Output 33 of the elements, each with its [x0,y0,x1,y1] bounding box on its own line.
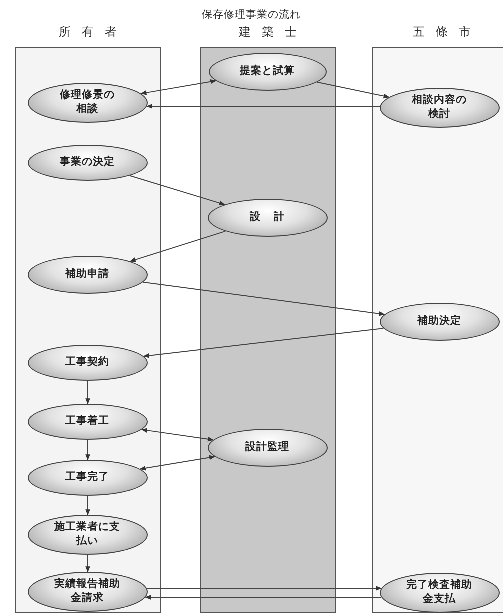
arrow [142,282,386,316]
process-ellipse: 相談内容の検討 [380,88,500,128]
arrow [316,82,390,99]
process-ellipse: 設計 [208,198,328,236]
process-ellipse: 補助決定 [380,302,500,340]
arrow [141,428,214,442]
process-ellipse: 事業の決定 [28,144,148,180]
arrow [140,455,216,471]
process-ellipse: 設計監理 [208,428,328,466]
process-ellipse: 提案と試算 [208,52,326,90]
arrow [143,328,384,358]
process-ellipse: 工事完了 [28,460,148,496]
arrow [86,554,90,573]
process-ellipse: 工事契約 [28,344,148,380]
lane-heading: 建築士 [238,24,309,41]
process-ellipse: 施工業者に支払い [28,514,148,554]
arrow [130,230,226,262]
arrow [130,175,226,206]
process-ellipse: 実績報告補助金請求 [28,572,148,612]
lane-heading: 所有者 [58,24,129,41]
lane-heading: 五條市 [412,24,483,41]
diagram-title: 保存修理事業の流れ [201,8,302,22]
arrow [146,586,382,591]
process-ellipse: 工事着工 [28,404,148,440]
process-ellipse: 修理修景の相談 [28,82,148,122]
process-ellipse: 完了検査補助金支払 [380,572,500,612]
process-ellipse: 補助申請 [28,256,148,294]
arrow [86,380,90,405]
arrow [86,496,90,516]
arrow [145,595,382,600]
arrow [86,440,90,461]
arrow [140,80,217,96]
arrow [146,104,381,109]
